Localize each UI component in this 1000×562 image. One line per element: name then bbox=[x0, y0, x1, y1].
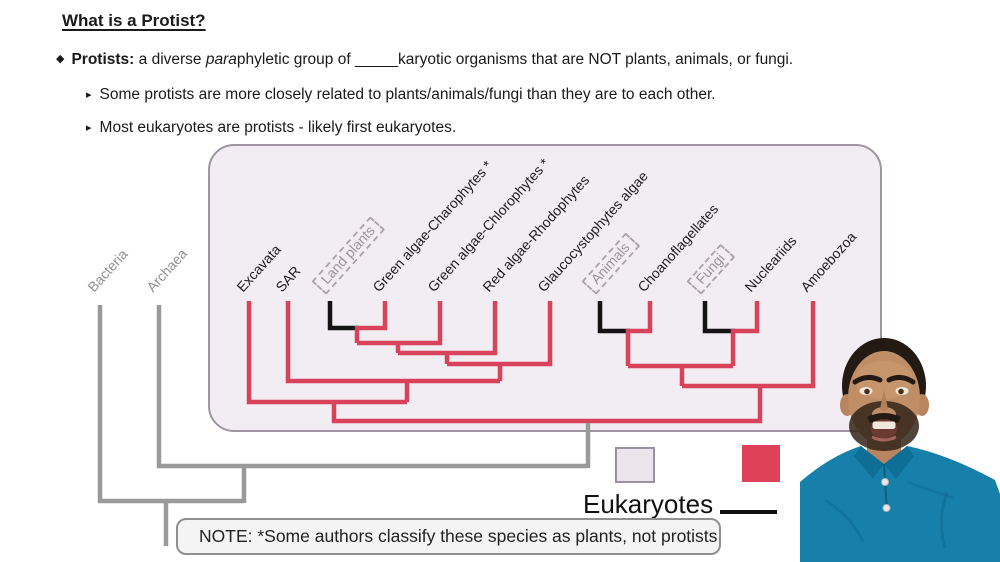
sub-bullet-2-text: Most eukaryotes are protists - likely fi… bbox=[99, 119, 457, 136]
tree-branch bbox=[327, 301, 359, 331]
note-box: NOTE: *Some authors classify these speci… bbox=[176, 518, 721, 555]
non-protist-line-legend-swatch bbox=[720, 510, 777, 514]
eukaryotes-label: Eukaryotes bbox=[583, 489, 714, 519]
definition-text-mid: phyletic group of bbox=[236, 51, 355, 68]
fill-in-blank: _____ bbox=[354, 51, 399, 68]
tree-branch bbox=[702, 301, 735, 334]
tree-branch bbox=[246, 301, 407, 405]
definition-bullet: ◆ Protists: a diverse paraphyletic group … bbox=[56, 51, 793, 69]
sub-bullet-1-text: Some protists are more closely related t… bbox=[99, 86, 716, 103]
page-title: What is a Protist? bbox=[62, 11, 206, 30]
presenter-video-overlay bbox=[800, 338, 1000, 562]
tree-branch bbox=[357, 301, 443, 346]
tree-branch bbox=[625, 301, 653, 366]
diamond-bullet-icon: ◆ bbox=[56, 53, 65, 65]
tree-branch bbox=[285, 301, 500, 384]
definition-text-italic: para bbox=[205, 51, 237, 68]
sub-bullet-1: ▸ Some protists are more closely related … bbox=[86, 86, 716, 104]
tree-branch bbox=[156, 305, 588, 469]
triangle-bullet-icon: ▸ bbox=[86, 89, 92, 101]
protist-line-legend-swatch bbox=[742, 445, 780, 482]
definition-text-pre: a diverse bbox=[134, 51, 206, 68]
triangle-bullet-icon: ▸ bbox=[86, 122, 92, 134]
tree-branch bbox=[447, 301, 553, 367]
tree-branch bbox=[97, 305, 244, 504]
protist-box-legend-swatch bbox=[615, 447, 655, 483]
presenter-figure bbox=[800, 338, 1000, 562]
tree-branch bbox=[682, 301, 816, 389]
note-text: NOTE: *Some authors classify these speci… bbox=[199, 526, 718, 546]
definition-term: Protists: bbox=[71, 51, 135, 68]
tree-branch bbox=[398, 301, 498, 356]
sub-bullet-2: ▸ Most eukaryotes are protists - likely f… bbox=[86, 119, 456, 137]
tree-branch bbox=[730, 301, 760, 366]
definition-text-post: karyotic organisms that are NOT plants, … bbox=[398, 51, 794, 68]
tree-branch bbox=[597, 301, 630, 334]
tree-branch bbox=[354, 301, 388, 343]
